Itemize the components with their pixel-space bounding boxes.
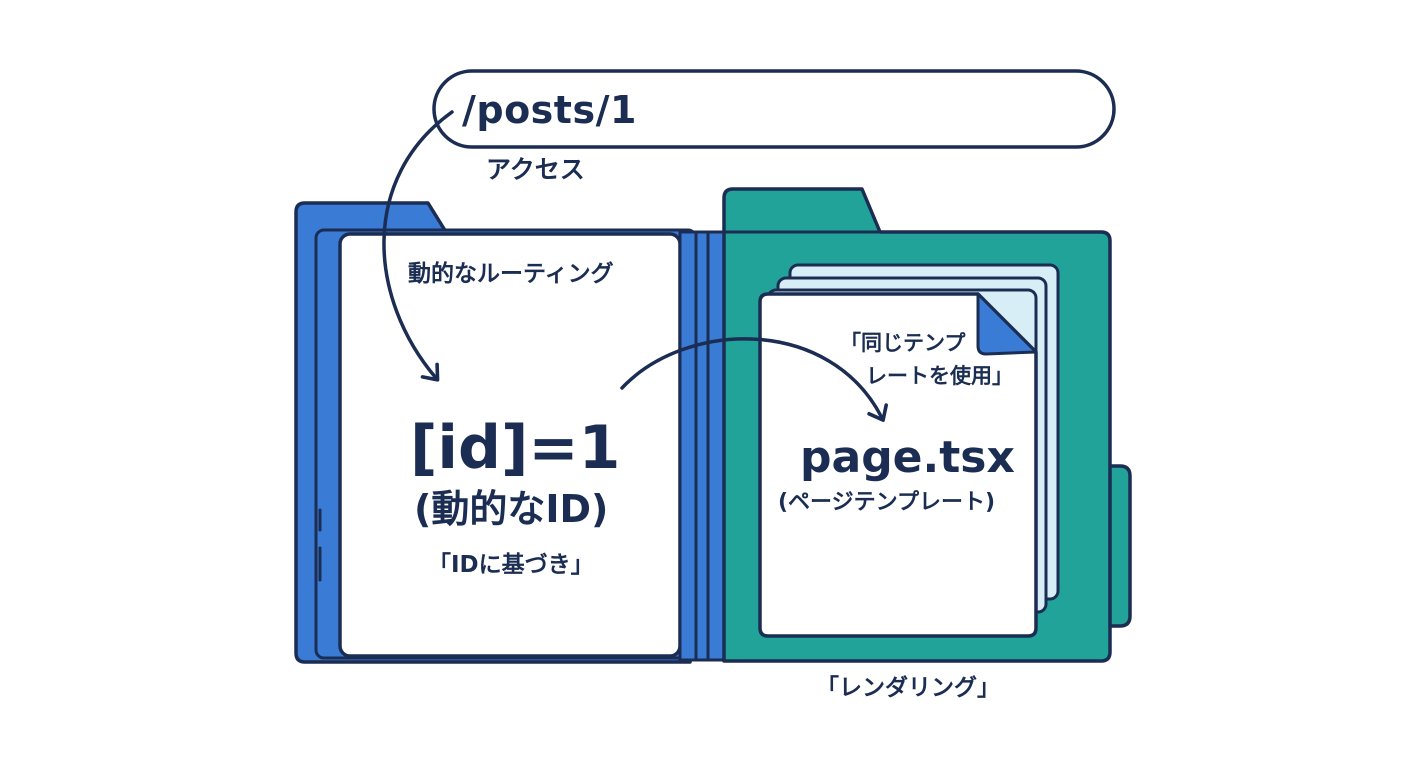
template-note-line2: レートを使用」 [866, 364, 1013, 388]
param-value: [id]=1 [410, 413, 621, 483]
page-front [758, 292, 1038, 638]
routing-heading: 動的なルーティング [408, 261, 614, 287]
url-to-param-arrow [382, 110, 454, 382]
template-file-desc: (ページテンプレート) [778, 490, 996, 515]
routing-caption: 「IDに基づき」 [428, 552, 594, 578]
access-label: アクセス [486, 155, 585, 184]
rendering-caption: 「レンダリング」 [816, 675, 1000, 701]
param-note: (動的なID) [414, 487, 609, 531]
folder-spine [678, 230, 726, 662]
template-note-line1: 「同じテンプ [840, 331, 966, 355]
param-to-template-arrow [620, 337, 888, 422]
url-bar [432, 69, 1116, 149]
url-path-text: /posts/1 [462, 88, 637, 132]
page-stack [758, 263, 1060, 638]
page-fold-icon [976, 292, 1038, 356]
template-file-name: page.tsx [800, 432, 1015, 483]
